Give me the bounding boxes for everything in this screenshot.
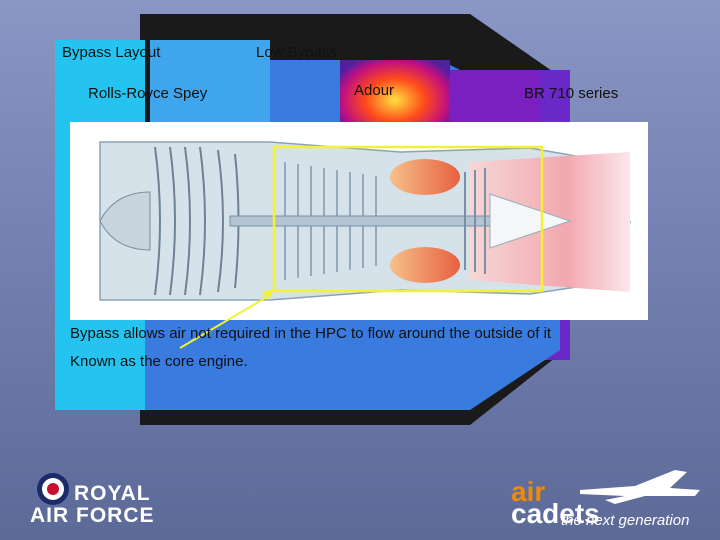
engine-cutaway-image [70,122,648,320]
air-cadets-logo: air cadets the next generation [505,460,715,536]
br710-label: BR 710 series [524,85,618,102]
raf-roundel-icon [36,472,70,506]
low-bypass-label: Low Bypass [256,44,337,61]
raf-logo-line1: ROYAL [74,482,151,506]
rolls-royce-spey-label: Rolls-Royce Spey [88,85,207,102]
raf-logo-line2: AIR FORCE [30,504,155,528]
bypass-caption: Bypass allows air not required in the HP… [70,325,551,342]
raf-logo: ROYAL AIR FORCE [30,470,160,530]
bypass-layout-label: Bypass Layout [62,44,160,61]
air-cadets-tagline: the next generation [561,512,689,529]
adour-label: Adour [354,82,394,99]
core-engine-caption: Known as the core engine. [70,353,248,370]
